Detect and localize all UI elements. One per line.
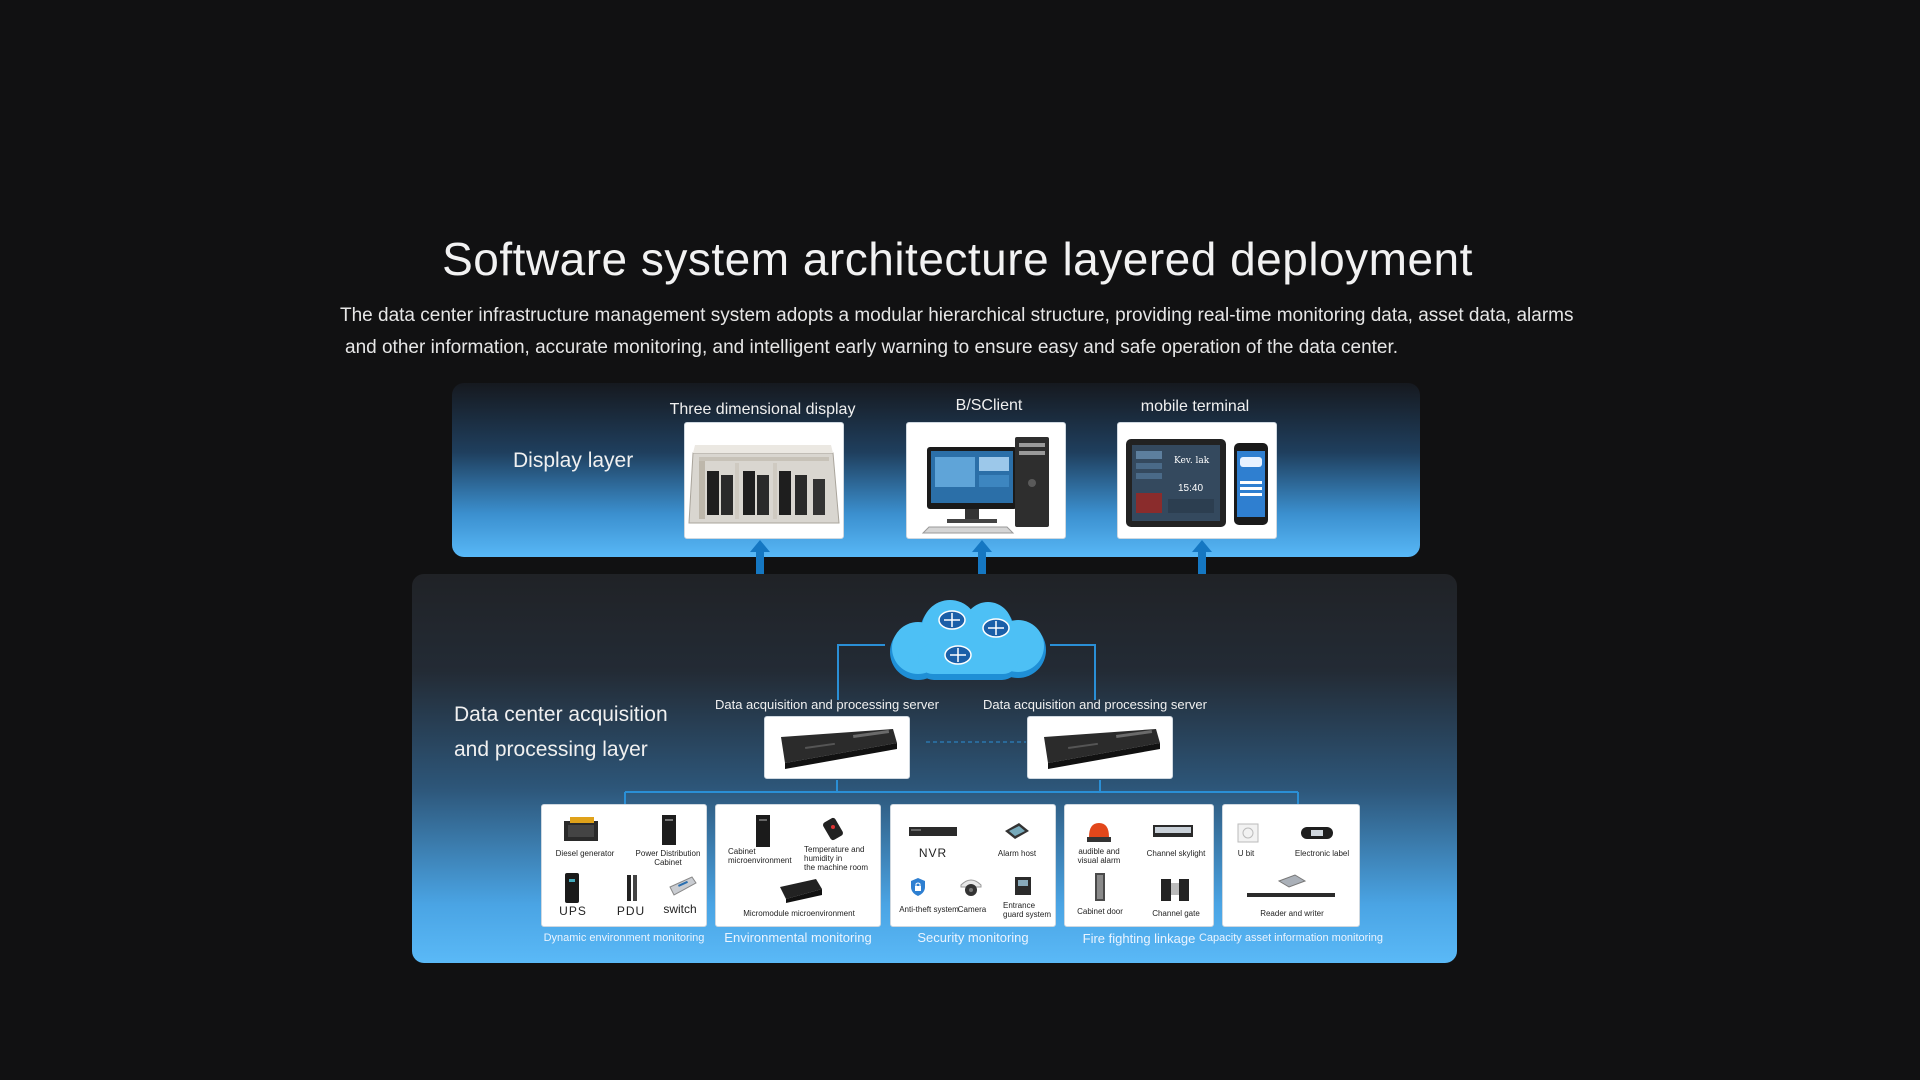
router-icon [938, 610, 966, 630]
temp-label-line-2: humidity in [804, 854, 843, 863]
u-bit-sensor-icon [1237, 823, 1259, 843]
three-dimensional-display-card [684, 422, 844, 539]
pdu-icon [627, 875, 637, 901]
capacity-asset-card: U bit Electronic label Reader and writer [1222, 804, 1360, 927]
security-monitoring-caption: Security monitoring [917, 930, 1029, 945]
u-bit-label: U bit [1237, 849, 1255, 858]
diesel-generator-label: Diesel generator [555, 849, 615, 858]
pdu-label: PDU [616, 904, 646, 918]
power-distribution-cabinet-label: Power Distribution Cabinet [628, 849, 706, 867]
nvr-icon [909, 827, 957, 836]
capacity-asset-caption: Capacity asset information monitoring [1198, 932, 1384, 944]
channel-skylight-label: Channel skylight [1146, 849, 1206, 858]
guard-label-line-2: guard system [1003, 910, 1052, 919]
tablet-brand-text: Kev. lak [1174, 456, 1210, 466]
power-distribution-cabinet-icon [662, 815, 676, 845]
shield-lock-icon [911, 878, 925, 896]
description-line-1: The data center infrastructure managemen… [340, 305, 1574, 326]
reader-writer-icon [1247, 874, 1335, 897]
bidirectional-arrow-icon [972, 540, 992, 594]
acquisition-layer-label-line-1: Data center acquisition [454, 703, 668, 726]
description-line-2: and other information, accurate monitori… [345, 337, 1399, 358]
bidirectional-arrow-icon [750, 540, 770, 594]
temp-label-line-3: the machine room [804, 863, 869, 872]
diesel-generator-icon [564, 817, 598, 841]
temperature-humidity-label: Temperature and humidity in the machine … [804, 845, 880, 872]
mobile-terminal-card: Kev. lak 15:40 [1117, 422, 1277, 539]
switch-label: switch [663, 902, 697, 916]
alarm-host-icon [1005, 823, 1029, 839]
mobile-terminal-label: mobile terminal [1140, 398, 1250, 415]
server-card-2 [1027, 716, 1173, 779]
fire-fighting-caption: Fire fighting linkage [1082, 931, 1196, 946]
bidirectional-arrow-icon [1192, 540, 1212, 594]
tablet-phone-icon: Kev. lak 15:40 [1126, 439, 1268, 527]
cabinet-label-line-2: microenvironment [728, 856, 792, 865]
server-label-1: Data acquisition and processing server [714, 697, 939, 712]
server-label-2: Data acquisition and processing server [982, 697, 1207, 712]
bs-client-label: B/SClient [955, 397, 1023, 414]
security-monitoring-card: NVR Alarm host Anti-theft system Camera … [890, 804, 1056, 927]
channel-skylight-icon [1153, 825, 1193, 837]
pdc-label-line-2: Cabinet [654, 858, 682, 867]
cabinet-door-icon [1095, 873, 1105, 901]
desktop-computer-icon [921, 437, 1049, 534]
acquisition-layer-label: Data center acquisition and processing l… [454, 697, 668, 767]
audible-visual-alarm-icon [1087, 823, 1111, 842]
pdc-label-line-1: Power Distribution [635, 849, 701, 858]
nvr-label: NVR [918, 846, 948, 860]
electronic-label-label: Electronic label [1294, 849, 1350, 858]
access-control-icon [1015, 877, 1031, 895]
cloud-network-icon [890, 600, 1046, 680]
channel-gate-label: Channel gate [1152, 909, 1200, 918]
camera-label: Camera [957, 905, 987, 914]
router-icon [944, 645, 972, 665]
environmental-monitoring-caption: Environmental monitoring [724, 930, 872, 945]
page-title: Software system architecture layered dep… [442, 233, 1473, 285]
datacenter-3d-icon [688, 445, 840, 524]
dynamic-environment-card: Diesel generator Power Distribution Cabi… [541, 804, 707, 927]
cabinet-door-label: Cabinet door [1077, 907, 1123, 916]
temp-label-line-1: Temperature and [804, 845, 865, 854]
ups-label: UPS [559, 904, 587, 918]
environmental-monitoring-card: Cabinet microenvironment Temperature and… [715, 804, 881, 927]
fire-fighting-card: audible and visual alarm Channel skyligh… [1064, 804, 1214, 927]
rack-server-icon [1044, 729, 1160, 769]
audible-visual-alarm-label: audible and visual alarm [1069, 847, 1129, 865]
electronic-label-icon [1301, 827, 1333, 839]
micromodule-icon [780, 879, 822, 903]
tablet-time-text: 15:40 [1178, 483, 1203, 494]
cabinet-label-line-1: Cabinet [728, 847, 756, 856]
page-description: The data center infrastructure managemen… [340, 300, 1590, 364]
ups-icon [565, 873, 579, 903]
server-card-1 [764, 716, 910, 779]
cabinet-icon [756, 815, 770, 847]
rack-server-icon [781, 729, 897, 769]
bs-client-card [906, 422, 1066, 539]
reader-writer-label: Reader and writer [1260, 909, 1324, 918]
acquisition-layer-label-line-2: and processing layer [454, 738, 648, 761]
channel-gate-icon [1161, 879, 1189, 901]
dynamic-environment-caption: Dynamic environment monitoring [543, 932, 705, 944]
micromodule-label: Micromodule microenvironment [743, 909, 855, 918]
alarm-label-line-1: audible and [1078, 847, 1120, 856]
anti-theft-label: Anti-theft system [899, 905, 959, 914]
cabinet-microenvironment-label: Cabinet microenvironment [720, 847, 814, 865]
alarm-host-label: Alarm host [997, 849, 1037, 858]
three-dimensional-display-label: Three dimensional display [669, 401, 856, 418]
network-switch-icon [669, 876, 697, 896]
guard-label-line-1: Entrance [1003, 901, 1036, 910]
entrance-guard-label: Entrance guard system [999, 901, 1055, 919]
display-layer-label: Display layer [513, 449, 634, 472]
camera-icon [960, 879, 982, 896]
router-icon [982, 618, 1010, 638]
alarm-label-line-2: visual alarm [1077, 856, 1121, 865]
temperature-sensor-icon [823, 817, 843, 841]
